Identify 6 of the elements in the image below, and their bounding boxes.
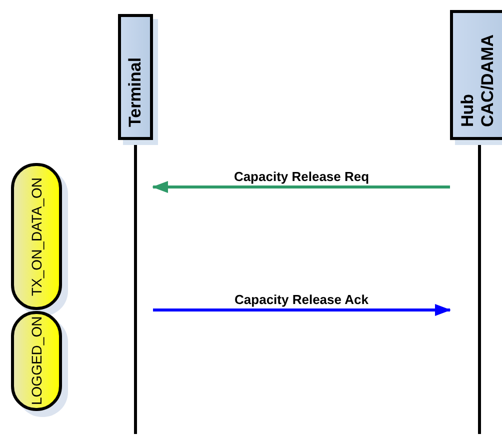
participant-lifeline: Terminal <box>118 14 153 434</box>
participant-lifeline: Hub CAC/DAMA <box>450 10 502 434</box>
arrow <box>153 304 451 316</box>
edge-label: Capacity Release Ack <box>234 292 368 307</box>
arrow <box>152 181 450 193</box>
edge-label: Capacity Release Req <box>234 169 370 184</box>
